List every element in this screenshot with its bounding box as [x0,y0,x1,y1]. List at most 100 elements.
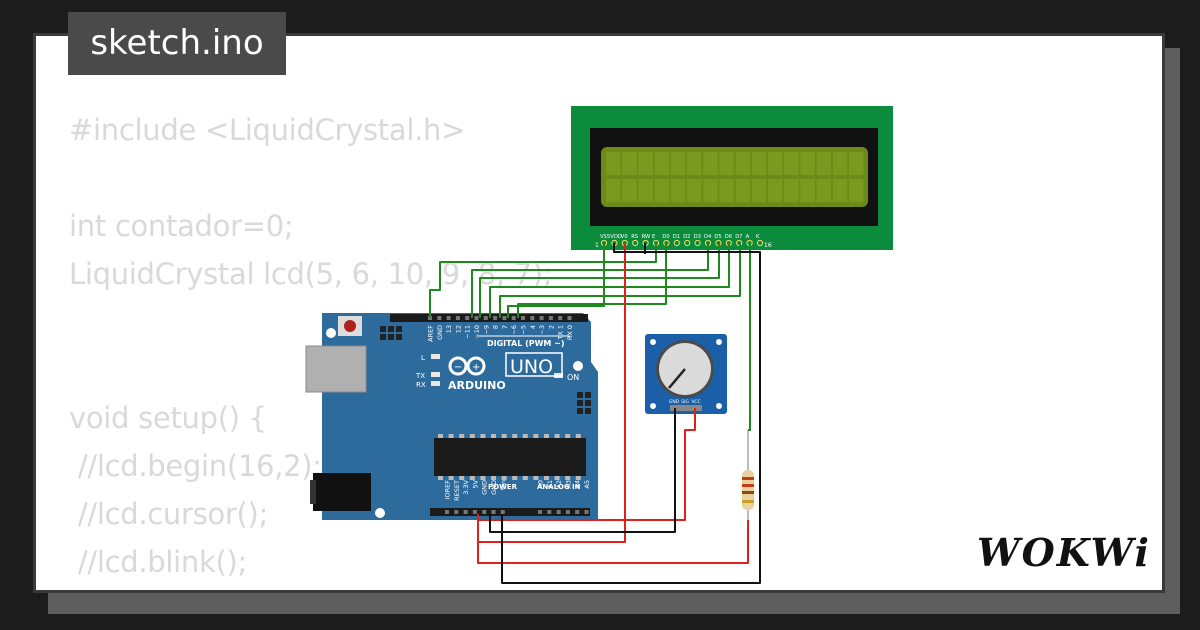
digital-pin[interactable] [539,316,544,320]
digital-pin-label: 13 [445,325,453,333]
wire-gnd-pot [489,408,676,533]
chip-leg [448,434,454,438]
code-line: //lcd.blink(); [69,545,247,579]
wire-backlight [748,243,751,431]
wire-d5 [479,243,720,318]
power-pin[interactable] [482,510,487,514]
chip-leg [565,476,571,480]
icsp-pin [585,392,591,398]
power-pin[interactable] [565,510,570,514]
lcd-char-cell [670,152,686,175]
power-pin[interactable] [584,510,589,514]
icsp-pin [380,334,386,340]
lcd-pin[interactable] [684,239,691,247]
power-pin-label: Vin [499,480,507,490]
lcd-pin[interactable] [756,239,764,247]
lcd-char-cell [800,179,815,202]
mounting-hole [716,403,722,409]
chip-leg [554,434,560,438]
wires [429,243,761,584]
chip-legs [438,434,581,480]
logo-plus: + [472,362,480,373]
power-pin[interactable] [500,510,505,514]
mounting-hole [716,339,722,345]
digital-pin[interactable] [521,316,525,320]
pot-pin-label: GND [669,399,680,405]
power-pin-header [430,508,590,516]
power-label: POWER [488,483,518,491]
lcd-char-cell [654,179,670,202]
resistor[interactable] [742,430,754,520]
digital-pin[interactable] [455,316,460,320]
digital-pin[interactable] [530,316,535,320]
lcd-pin[interactable] [632,239,639,247]
power-pin-label: RESET [453,480,461,501]
chip-leg [575,476,581,480]
power-jack [313,473,371,511]
digital-pin[interactable] [493,316,498,320]
lcd-char-cell [751,179,767,202]
chip-leg [438,476,443,480]
digital-pin[interactable] [558,316,563,320]
power-pin[interactable] [472,510,477,514]
power-pin-label: GND [481,480,489,495]
digital-pin[interactable] [465,316,470,320]
lcd-pin[interactable] [673,239,680,247]
digital-pin[interactable] [437,316,442,320]
lcd-char-cell [638,179,653,202]
digital-pin[interactable] [502,316,507,320]
power-pin[interactable] [445,510,449,514]
power-pin[interactable] [463,510,468,514]
reset-button-cap[interactable] [344,320,356,332]
lcd-char-cell [849,179,864,202]
lcd-pin[interactable] [694,239,701,247]
power-pin[interactable] [538,510,542,514]
lcd-char-cell [622,152,637,175]
power-pin-label: A2 [555,480,563,489]
power-pin[interactable] [556,510,561,514]
digital-pin[interactable] [511,316,516,320]
power-pin[interactable] [547,510,552,514]
file-tab[interactable]: sketch.ino [68,12,286,75]
code-line: LiquidCrystal lcd(5, 6, 10, 9, 8, 7); [69,257,553,291]
lcd-pin-label: D4 [704,234,712,240]
lcd-pin-label: D1 [673,234,680,240]
wire-vdd [477,243,626,543]
lcd-char-cell [768,179,783,202]
digital-pin[interactable] [446,316,451,320]
digital-pin[interactable] [483,316,488,320]
chip-leg [438,434,443,438]
digital-pin-label: ~3 [538,325,546,335]
digital-pin-label: ~9 [482,325,490,335]
digital-pin-label: ~5 [520,325,528,335]
digital-pin-label: RX 0 [566,325,574,340]
power-pin[interactable] [575,510,580,514]
analog-label: ANALOG IN [537,483,581,491]
lcd-char-cell [622,179,637,202]
lcd-char-cell [654,152,670,175]
power-pin-label: 5V [471,479,479,488]
resistor-body [742,470,754,510]
power-pin[interactable] [491,510,496,514]
chip-leg [544,434,549,438]
power-pin[interactable] [454,510,459,514]
digital-pin[interactable] [474,316,479,320]
digital-pin-label: 8 [492,325,500,329]
digital-pin[interactable] [567,316,572,320]
chip-leg [491,476,496,480]
chip-leg [469,434,475,438]
chip-leg [565,434,571,438]
digital-pin[interactable] [548,316,553,320]
chip-leg [512,434,518,438]
lcd-char-cell [849,152,864,175]
lcd-pin-label: D6 [725,234,732,240]
lcd-pin-label: RW [642,234,651,240]
lcd-char-cell [784,179,799,202]
atmega-chip [434,438,586,476]
digital-pin-label: ~11 [464,325,472,339]
power-pin-label: GND [490,480,498,495]
